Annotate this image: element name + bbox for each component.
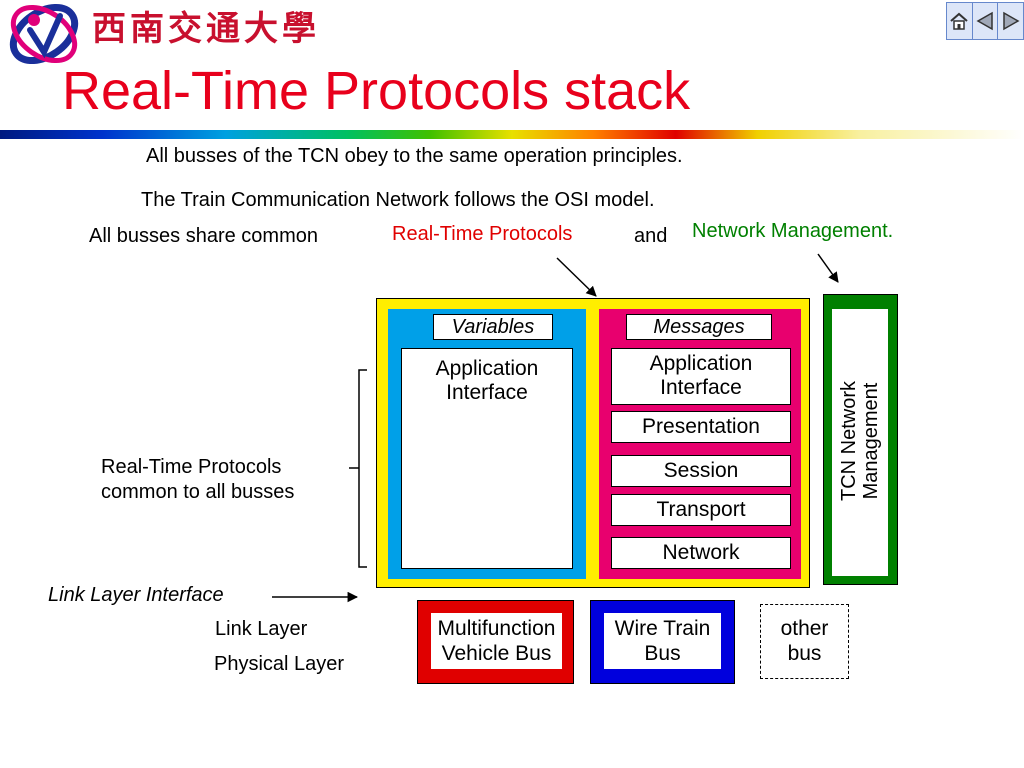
intro-line-1: All busses of the TCN obey to the same o… [146,145,683,167]
page-title: Real-Time Protocols stack [62,61,691,121]
layer-network: Network [611,537,791,569]
rtp-highlight: Real-Time Protocols [392,223,573,245]
home-button[interactable] [947,3,973,39]
messages-app-interface: Application Interface [611,348,791,405]
rtp-bracket [358,369,367,568]
university-name: 西南交通大學 [92,9,320,49]
title-divider [0,130,1024,139]
back-button[interactable] [973,3,999,39]
intro-line-2: The Train Communication Network follows … [141,189,655,211]
rtp-common-line-2: common to all busses [101,481,295,503]
university-logo [9,3,79,64]
layer-transport: Transport [611,494,791,526]
nm-highlight: Network Management. [692,220,894,242]
bus-mvb-label: Multifunction Vehicle Bus [431,613,562,669]
variables-label: Variables [433,314,553,340]
messages-label: Messages [626,314,772,340]
home-icon [950,12,968,30]
forward-button[interactable] [998,3,1023,39]
link-layer-label: Link Layer [215,618,308,640]
layer-session: Session [611,455,791,487]
forward-icon [1002,11,1020,31]
back-icon [976,11,993,31]
bus-other: other bus [760,604,849,679]
intro-and: and [634,225,668,247]
bus-wtb-label: Wire Train Bus [604,613,721,669]
intro-line-3: All busses share common [89,225,318,247]
tcn-management-text: TCN Network Management [838,381,882,502]
slide-nav [946,2,1024,40]
rtp-arrow [556,257,597,297]
tcn-management-inner [832,309,888,576]
physical-layer-label: Physical Layer [214,653,345,675]
variables-app-interface: Application Interface [401,348,573,569]
link-layer-interface-label: Link Layer Interface [48,584,224,606]
layer-presentation: Presentation [611,411,791,443]
nm-arrow [817,253,839,283]
rtp-common-line-1: Real-Time Protocols [101,456,282,478]
